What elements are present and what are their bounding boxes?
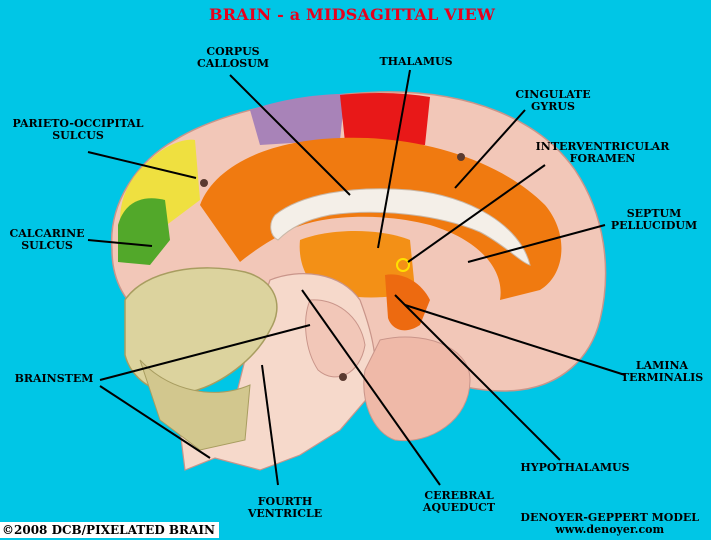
- calcarine-green: [118, 198, 170, 265]
- label-cingulate-gyrus: CINGULATE GYRUS: [515, 88, 591, 113]
- pointer-cingulate: [454, 109, 526, 189]
- peg-marker-2: [457, 153, 465, 161]
- peg-marker-3: [339, 373, 347, 381]
- pointer-thalamus: [377, 69, 411, 249]
- hypothalamus-region: [385, 274, 430, 331]
- pointer-brainstem-2: [99, 385, 211, 459]
- cerebellum-lower: [139, 359, 251, 451]
- label-calcarine-sulcus: CALCARINE SULCUS: [9, 227, 85, 252]
- pointer-brainstem-1: [99, 324, 311, 381]
- label-hypothalamus: HYPOTHALAMUS: [520, 461, 630, 474]
- label-corpus-callosum: CORPUS CALLOSUM: [196, 45, 270, 70]
- pointer-lamina: [404, 304, 626, 376]
- motor-region: [340, 92, 430, 145]
- page-title: BRAIN - a MIDSAGITTAL VIEW: [209, 5, 496, 24]
- pointer-lines: [87, 69, 626, 486]
- pointer-calcarine: [87, 239, 153, 247]
- pointer-septum: [467, 224, 606, 263]
- peg-marker-1: [200, 179, 208, 187]
- label-septum-pellucidum: SEPTUM PELLUCIDUM: [610, 207, 698, 232]
- pointer-fourth-ventricle: [261, 364, 279, 486]
- corpus-callosum: [270, 188, 531, 266]
- pointer-aqueduct: [301, 289, 441, 486]
- pointer-parieto: [87, 151, 197, 179]
- pointer-interventricular: [407, 164, 546, 263]
- credit-model-name: DENOYER-GEPPERT MODEL: [520, 511, 699, 524]
- model-credit: DENOYER-GEPPERT MODEL www.denoyer.com: [520, 512, 699, 536]
- label-lamina-terminalis: LAMINA TERMINALIS: [620, 359, 704, 384]
- foramen-marker: [396, 258, 410, 272]
- label-thalamus: THALAMUS: [379, 55, 453, 68]
- temporal-mass: [363, 336, 471, 442]
- pointer-hypothalamus: [394, 294, 561, 461]
- limbic-orange: [200, 137, 562, 300]
- copyright-notice: ©2008 DCB/PIXELATED BRAIN: [0, 522, 219, 538]
- label-interventricular-foramen: INTERVENTRICULAR FORAMEN: [535, 140, 670, 165]
- credit-url: www.denoyer.com: [555, 523, 665, 536]
- label-parieto-occipital-sulcus: PARIETO-OCCIPITAL SULCUS: [12, 117, 144, 142]
- parietal-region: [250, 94, 345, 145]
- label-fourth-ventricle: FOURTH VENTRICLE: [247, 495, 323, 520]
- label-cerebral-aqueduct: CEREBRAL AQUEDUCT: [422, 489, 496, 514]
- pointer-corpus-callosum: [229, 74, 351, 196]
- label-brainstem: BRAINSTEM: [14, 372, 94, 385]
